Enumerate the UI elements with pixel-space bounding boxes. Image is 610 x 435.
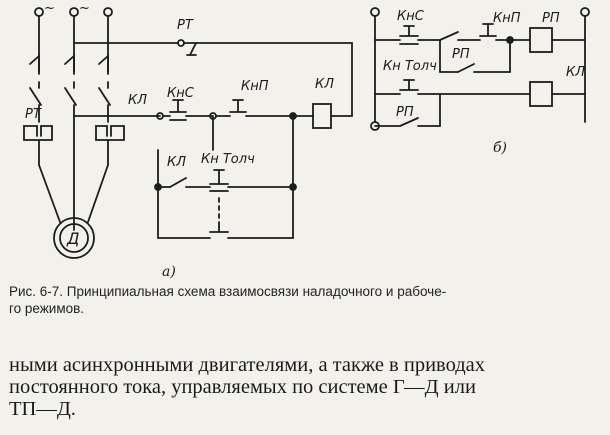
- label-rp-contact-2: РП: [396, 105, 414, 120]
- label-rt-top: РТ: [177, 18, 194, 33]
- body-paragraph: ными асинхронными двигателями, а также в…: [9, 354, 604, 420]
- label-rp-contact-1: РП: [452, 47, 470, 62]
- control-circuit-a: [73, 39, 353, 239]
- power-lines: [29, 7, 113, 75]
- label-rp-coil: РП: [542, 11, 560, 26]
- label-rt-left: РТ: [25, 107, 42, 122]
- label-kns-a: КнС: [167, 86, 195, 101]
- label-kn-tolch-b: Кн Толч: [383, 59, 437, 74]
- caption-line-1: Рис. 6-7. Принципиальная схема взаимосвя…: [9, 284, 447, 299]
- label-kns-b: КнС: [397, 9, 425, 24]
- motor: [53, 217, 95, 259]
- power-symbol-2: ~: [79, 1, 90, 16]
- sub-label-b: б): [493, 140, 507, 156]
- label-knp-b: КнП: [493, 11, 521, 26]
- caption-line-2: го режимов.: [9, 301, 85, 316]
- sub-label-a: а): [162, 264, 176, 280]
- body-line-2: постоянного тока, управляемых по системе…: [9, 376, 476, 398]
- power-symbol-1: ~: [44, 1, 55, 16]
- figure-caption: Рис. 6-7. Принципиальная схема взаимосвя…: [9, 283, 599, 317]
- label-kl-coil: КЛ: [315, 77, 334, 92]
- body-line-3: ТП—Д.: [9, 398, 76, 420]
- thermal-relay-elements: [23, 125, 125, 223]
- circuit-diagram: ~ ~ КЛ РТ Д РТ КнС КнП КЛ КЛ Кн Толч а) …: [23, 1, 590, 280]
- label-kl-coil-b: КЛ: [566, 65, 585, 80]
- kl-main-contacts: [29, 81, 111, 231]
- circuit-b: [370, 7, 590, 131]
- label-knp-a: КнП: [241, 79, 269, 94]
- label-kl-sealin: КЛ: [167, 155, 186, 170]
- label-kl-main: КЛ: [128, 93, 147, 108]
- label-motor: Д: [66, 229, 80, 248]
- label-kn-tolch: Кн Толч: [201, 152, 255, 167]
- body-line-1: ными асинхронными двигателями, а также в…: [9, 354, 486, 376]
